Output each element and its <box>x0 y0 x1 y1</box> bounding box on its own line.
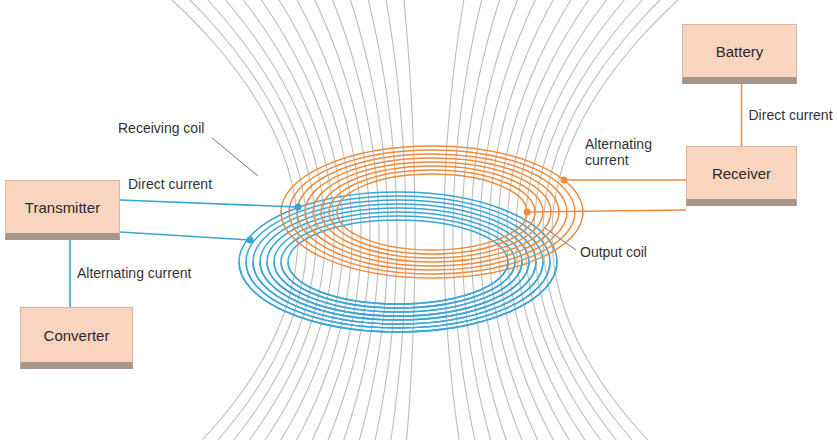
box-label: Battery <box>708 39 772 64</box>
converter-box: Converter <box>20 307 133 369</box>
battery-box: Battery <box>682 24 797 84</box>
connector-line <box>69 240 71 307</box>
field-line <box>172 0 298 440</box>
field-line <box>208 0 316 440</box>
receiving-coil-turn <box>246 196 550 328</box>
receiving-coil-turn <box>260 262 536 320</box>
current-label: Direct current <box>128 176 212 192</box>
receiving-coil-turn <box>274 262 522 312</box>
output-coil-turn <box>305 158 559 266</box>
receiver-wire <box>527 210 686 212</box>
field-line <box>543 0 660 440</box>
edge-label: Direct current <box>749 107 833 123</box>
wire-terminal <box>561 177 568 184</box>
current-label: Alternating current <box>585 136 673 168</box>
receiving-coil-turn <box>288 220 508 304</box>
box-label: Receiver <box>704 161 779 186</box>
receiving-coil-turn <box>239 262 557 332</box>
field-lines <box>172 0 678 440</box>
receiving-coil-turn <box>253 262 543 324</box>
wire-terminal <box>524 209 531 216</box>
leader-line <box>212 138 258 176</box>
receiving-coil-turn <box>239 192 557 332</box>
box-label: Transmitter <box>17 195 108 220</box>
wire-terminal <box>247 237 254 244</box>
field-line <box>552 0 678 440</box>
coil-label: Output coil <box>580 244 647 260</box>
leader-line <box>545 228 576 250</box>
field-line <box>243 0 334 440</box>
transmitter-wire <box>120 200 298 207</box>
connector <box>741 84 742 146</box>
field-line <box>525 0 624 440</box>
output-coil-turn <box>337 174 527 250</box>
coil-windings <box>239 146 583 332</box>
output-coil-turn <box>313 162 551 262</box>
receiving-coil-turn <box>267 208 529 316</box>
connector-line <box>741 84 743 146</box>
receiving-coil-turn <box>267 262 529 316</box>
field-line <box>226 0 325 440</box>
connector <box>70 240 71 307</box>
field-line <box>190 0 307 440</box>
receiving-coil-turn <box>246 262 550 328</box>
coil-label: Receiving coil <box>118 120 204 136</box>
output-coil-turn <box>297 154 567 270</box>
edge-label: Alternating current <box>77 265 191 281</box>
output-coil-turn <box>321 166 543 258</box>
output-coil-turn <box>329 170 535 254</box>
receiving-coil-turn <box>281 262 515 308</box>
receiving-coil-turn <box>288 262 508 304</box>
field-line <box>516 0 607 440</box>
receiving-coil-turn <box>260 204 536 320</box>
transmitter-wire <box>120 232 250 240</box>
box-label: Converter <box>36 323 118 348</box>
wire-terminal <box>295 204 302 211</box>
receiver-wire <box>564 179 686 181</box>
transmitter-box: Transmitter <box>5 180 120 240</box>
receiver-box: Receiver <box>686 146 797 206</box>
